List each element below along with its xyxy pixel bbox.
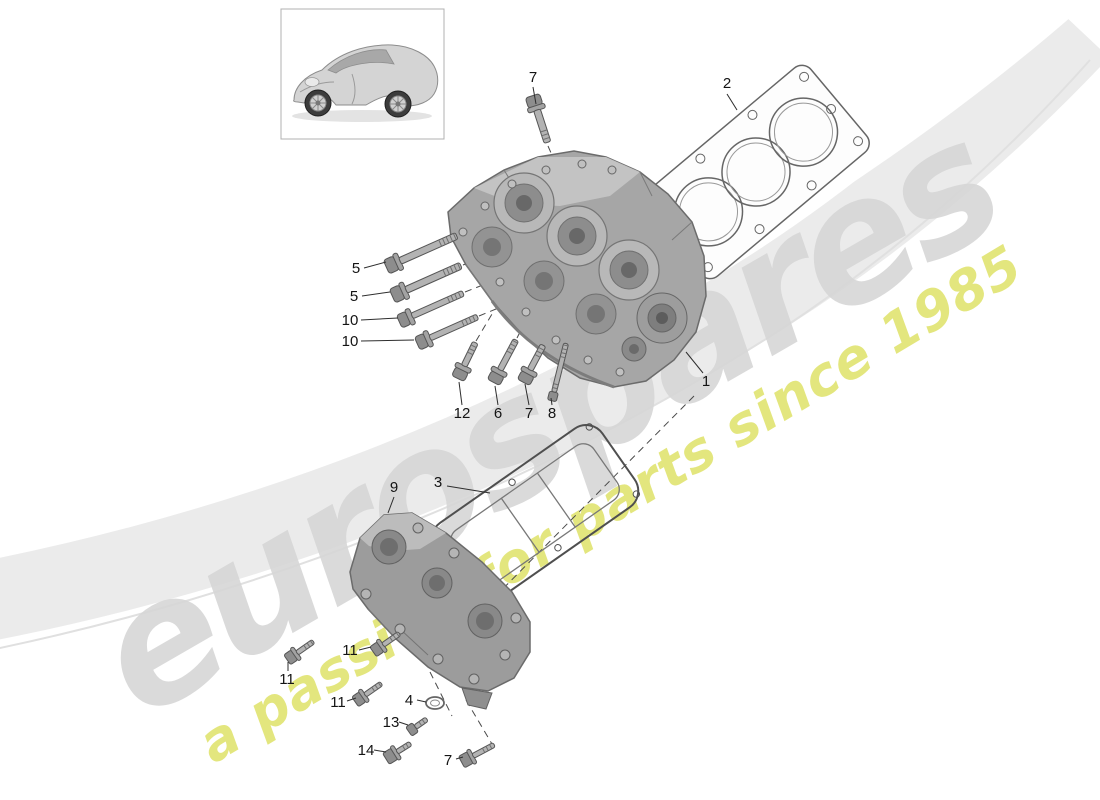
bolt-11a — [370, 631, 401, 657]
bolt-12 — [452, 341, 478, 382]
callout-bolt-7-bottom: 7 — [444, 752, 452, 769]
callout-bolt-7-mid: 7 — [525, 405, 533, 422]
callout-cylinder-head: 1 — [702, 373, 710, 390]
callout-bolt-5a: 5 — [352, 260, 360, 277]
callout-plug-13: 13 — [383, 714, 400, 731]
bolt-7-bottom — [458, 742, 496, 768]
cylinder-ports — [471, 172, 660, 335]
callout-valve-cover-gasket: 3 — [434, 474, 442, 491]
callout-bolt-6: 6 — [494, 405, 502, 422]
bolt-10b — [414, 314, 479, 350]
valve-cover — [349, 512, 531, 710]
callout-washer-4: 4 — [405, 692, 413, 709]
head-bolt-bosses — [458, 159, 625, 377]
callout-bolt-10a: 10 — [342, 312, 359, 329]
bolt-5a — [383, 232, 458, 274]
callout-bolt-14: 14 — [358, 742, 375, 759]
bolt-7-mid — [517, 344, 546, 386]
callout-bolt-top: 7 — [529, 69, 537, 86]
callout-bolt-11a: 11 — [342, 642, 358, 659]
bolt-14 — [382, 741, 412, 765]
callout-leader-lines — [287, 86, 738, 760]
callout-valve-cover: 9 — [390, 479, 398, 496]
car-windows — [327, 49, 395, 74]
callout-stud-8: 8 — [548, 405, 556, 422]
bolt-11b — [284, 639, 315, 665]
car-front-wheel — [304, 89, 332, 117]
cam-bores — [621, 292, 688, 362]
cylinder-head — [447, 150, 707, 389]
callout-head-gasket: 2 — [723, 75, 731, 92]
bolt-7-top — [525, 93, 551, 144]
callout-bolt-5b: 5 — [350, 288, 358, 305]
bolt-10a — [396, 290, 465, 328]
car-headlight-icon — [304, 77, 320, 87]
callout-bolt-11b: 11 — [279, 671, 295, 688]
callout-bolt-12: 12 — [454, 405, 471, 422]
car-rear-wheel — [384, 90, 412, 118]
callout-labels: 7 2 5 5 10 10 12 6 7 8 1 9 3 11 11 11 4 … — [279, 69, 731, 769]
cover-cam-caps — [371, 529, 503, 639]
callout-bolt-10b: 10 — [342, 333, 359, 350]
car-thumbnail — [280, 8, 445, 140]
bolt-6 — [487, 338, 519, 386]
callout-bolt-11c: 11 — [330, 694, 346, 711]
bolt-11c — [352, 681, 383, 707]
washer-4 — [425, 696, 445, 710]
stud-8 — [547, 342, 569, 402]
plug-13 — [405, 717, 428, 736]
bolt-5b — [389, 262, 463, 303]
cover-bolt-bosses — [360, 522, 522, 685]
